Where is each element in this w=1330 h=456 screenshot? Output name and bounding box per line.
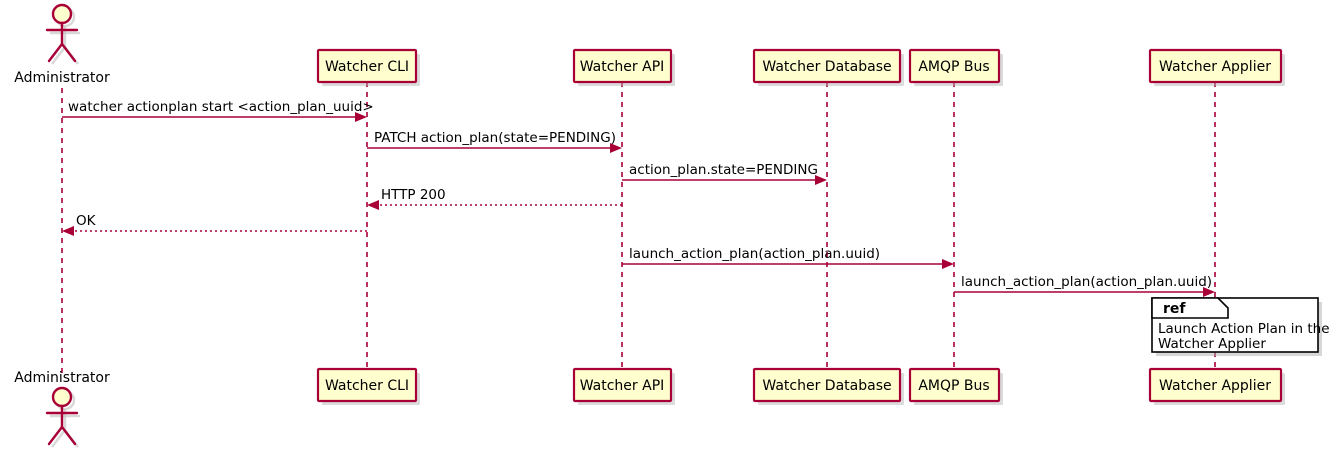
message-label-5: OK (76, 213, 97, 229)
message-label-7: launch_action_plan(action_plan.uuid) (961, 274, 1212, 290)
actor-administrator-top[interactable]: Administrator (14, 3, 110, 86)
participant-box-applier-top[interactable]: Watcher Applier (1148, 48, 1285, 86)
participant-rect (572, 367, 673, 403)
message-1-actionplan-start[interactable]: watcher actionplan start <action_plan_uu… (62, 99, 374, 122)
ref-fragment-tab (1151, 297, 1229, 319)
participant-rect (1148, 367, 1283, 403)
message-label-3: action_plan.state=PENDING (629, 162, 818, 178)
participant-label-amqp: AMQP Bus (918, 59, 989, 75)
participant-label-database: Watcher Database (762, 378, 891, 394)
lifelines-group (61, 82, 1216, 375)
arrow-head-right-icon (610, 143, 622, 153)
participant-box-api-top[interactable]: Watcher API (572, 48, 675, 86)
message-4-http-200[interactable]: HTTP 200 (367, 187, 622, 210)
message-label-2: PATCH action_plan(state=PENDING) (374, 130, 616, 146)
actor-head-icon (51, 386, 73, 408)
participant-box-database-top[interactable]: Watcher Database (752, 48, 904, 86)
participant-label-applier: Watcher Applier (1159, 378, 1271, 394)
arrow-head-left-icon (367, 200, 379, 210)
participant-rect (752, 48, 902, 84)
message-2-patch-action-plan[interactable]: PATCH action_plan(state=PENDING) (367, 130, 622, 153)
participant-label-api: Watcher API (580, 378, 665, 394)
participant-box-applier-bottom[interactable]: Watcher Applier (1148, 367, 1285, 405)
participant-rect (316, 367, 418, 403)
participant-label-amqp: AMQP Bus (918, 378, 989, 394)
actor-leg-right-icon (60, 425, 77, 446)
participant-box-api-bottom[interactable]: Watcher API (572, 367, 675, 405)
participant-box-amqp-bottom[interactable]: AMQP Bus (908, 367, 1003, 405)
participant-rect (908, 48, 1001, 84)
participant-rect (572, 48, 673, 84)
message-label-1: watcher actionplan start <action_plan_uu… (68, 99, 374, 115)
participant-rect (316, 48, 418, 84)
actor-administrator-bottom[interactable]: Administrator (14, 370, 110, 448)
message-6-launch-action-plan-amqp[interactable]: launch_action_plan(action_plan.uuid) (622, 246, 954, 269)
participant-box-cli-top[interactable]: Watcher CLI (316, 48, 420, 86)
participant-label-cli: Watcher CLI (325, 59, 409, 75)
participant-rect (908, 367, 1001, 403)
actor-leg-left-icon (47, 42, 64, 63)
ref-keyword-label: ref (1163, 301, 1186, 317)
arrow-head-right-icon (942, 259, 954, 269)
actor-head-icon (51, 3, 73, 25)
message-label-6: launch_action_plan(action_plan.uuid) (629, 246, 880, 262)
arrow-head-left-icon (62, 226, 74, 236)
arrow-head-right-icon (1203, 287, 1215, 297)
participant-label-database: Watcher Database (762, 59, 891, 75)
message-3-action-plan-state[interactable]: action_plan.state=PENDING (622, 162, 827, 185)
participant-label-cli: Watcher CLI (325, 378, 409, 394)
message-7-launch-action-plan-applier[interactable]: launch_action_plan(action_plan.uuid) (954, 274, 1215, 297)
participant-box-cli-bottom[interactable]: Watcher CLI (316, 367, 420, 405)
message-5-ok[interactable]: OK (62, 213, 367, 236)
ref-text-line-1: Launch Action Plan in the (1158, 321, 1330, 337)
actor-leg-left-icon (47, 425, 64, 446)
participant-rect (1148, 48, 1283, 84)
arrow-head-right-icon (815, 175, 827, 185)
arrow-head-right-icon (355, 112, 367, 122)
actor-leg-right-icon (60, 42, 77, 63)
participant-label-applier: Watcher Applier (1159, 59, 1271, 75)
participant-box-database-bottom[interactable]: Watcher Database (752, 367, 904, 405)
participant-label-api: Watcher API (580, 59, 665, 75)
actor-label-top: Administrator (14, 70, 110, 86)
ref-text-line-2: Watcher Applier (1158, 336, 1266, 352)
actor-label-bottom: Administrator (14, 370, 110, 386)
participant-box-amqp-top[interactable]: AMQP Bus (908, 48, 1003, 86)
message-label-4: HTTP 200 (381, 187, 446, 203)
participant-rect (752, 367, 902, 403)
ref-fragment[interactable]: ref Launch Action Plan in the Watcher Ap… (1151, 297, 1330, 356)
